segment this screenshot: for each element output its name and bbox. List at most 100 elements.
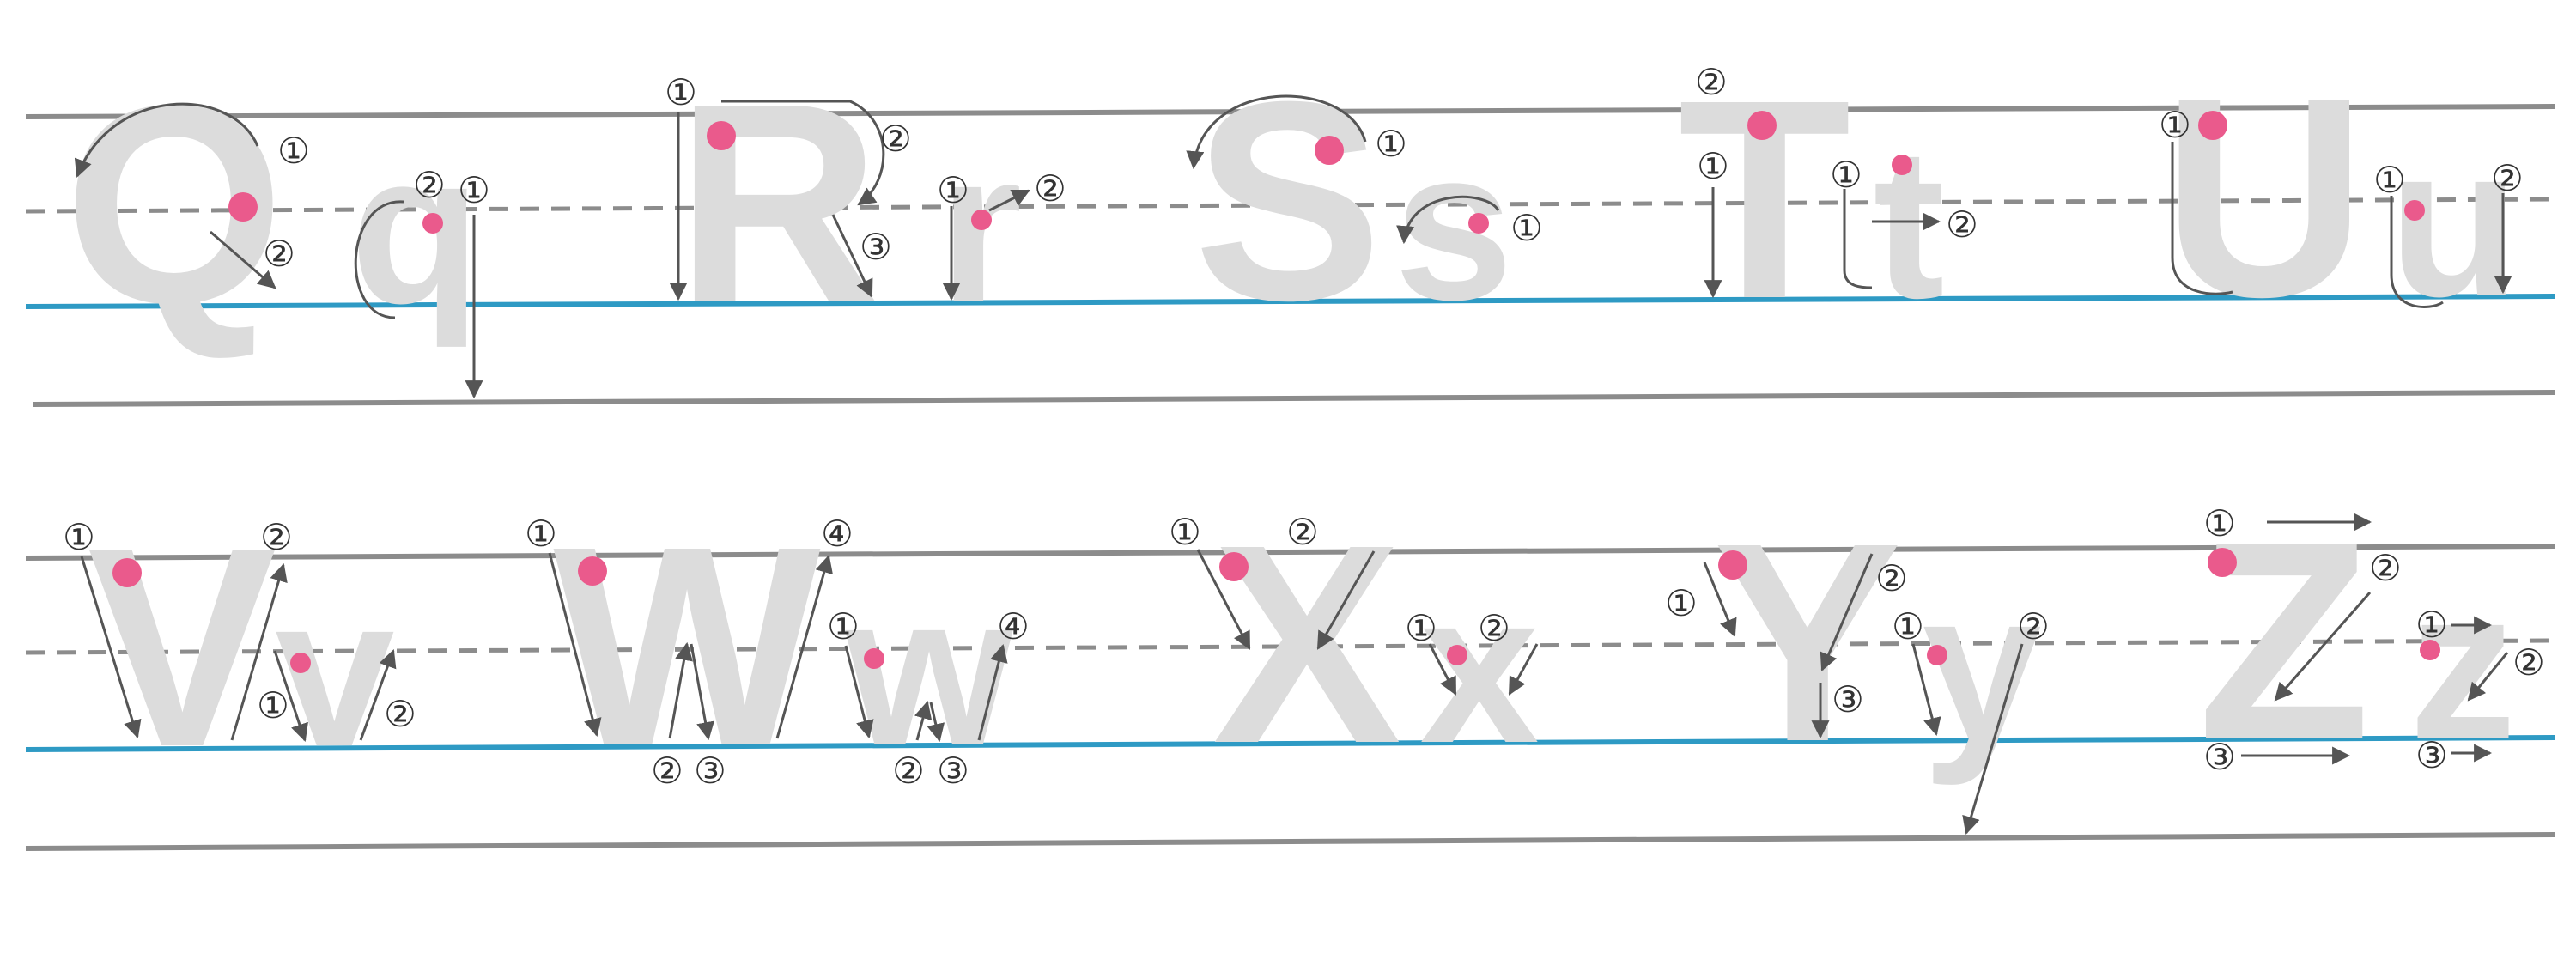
uppercase-letter: S	[1194, 42, 1382, 359]
step-number: ①	[63, 517, 95, 557]
step-number: ②	[384, 694, 416, 734]
lowercase-letter: q	[350, 108, 482, 348]
start-dot	[1927, 645, 1947, 665]
stroke-arrow	[914, 700, 933, 741]
step-number: ②	[651, 750, 683, 791]
stroke-arrow	[2274, 592, 2372, 702]
letter-pair-w: W w ① ④ ② ③ ① ④ ② ③	[525, 487, 1030, 804]
letter-pair-q: Q q ① ② ② ①	[64, 46, 490, 399]
stroke-arrow	[1843, 189, 1873, 289]
stroke-arrow	[668, 641, 693, 739]
stroke-arrow	[210, 230, 276, 289]
step-number: ②	[1875, 558, 1908, 598]
start-dot	[1718, 550, 1747, 580]
stroke-arrow	[1820, 553, 1874, 671]
step-number: ①	[2373, 160, 2406, 200]
mid-dashed-line	[25, 638, 2555, 655]
start-dot	[1747, 111, 1777, 140]
start-dot	[112, 558, 142, 587]
lowercase-letter: x	[1419, 548, 1539, 787]
letter-pair-t: T t ② ① ① ②	[1678, 40, 1978, 357]
stroke-arrow	[988, 189, 1030, 212]
stroke-arrow	[927, 702, 945, 743]
uppercase-letter: Y	[1713, 483, 1902, 800]
stroke-arrow	[2171, 142, 2233, 295]
uppercase-letter: Z	[2197, 482, 2371, 799]
stroke-arrow	[74, 102, 259, 178]
step-number: ②	[1034, 168, 1066, 209]
step-number: ①	[2159, 105, 2191, 145]
base-line	[25, 735, 2555, 752]
stroke-arrow	[230, 562, 288, 741]
start-dot	[290, 653, 311, 673]
step-number: ④	[997, 606, 1030, 647]
step-number: ③	[860, 227, 892, 267]
stroke-arrow	[1428, 643, 1457, 696]
step-number: ①	[1169, 512, 1201, 552]
base-line	[25, 294, 2555, 309]
step-number: ①	[1375, 124, 1407, 164]
uppercase-letter: T	[1678, 40, 1851, 357]
step-number: ②	[2512, 642, 2545, 683]
step-number: ③	[2415, 735, 2448, 775]
lowercase-letter: u	[2389, 101, 2520, 341]
step-number: ②	[2369, 548, 2402, 588]
start-dot	[864, 648, 884, 669]
letter-pair-y: Y y ① ② ③ ① ②	[1665, 483, 2050, 835]
start-dot	[2404, 200, 2425, 221]
start-dot	[971, 210, 992, 230]
step-number: ①	[665, 72, 697, 112]
uppercase-letter: V	[88, 489, 278, 805]
step-number: ②	[1478, 608, 1510, 648]
stroke-arrow	[1316, 550, 1376, 650]
step-number: ①	[2203, 503, 2236, 544]
start-dot	[1315, 136, 1344, 165]
step-number: ②	[263, 234, 295, 274]
step-number: ②	[1286, 512, 1319, 552]
step-number: ①	[937, 170, 969, 210]
step-number: ①	[827, 606, 860, 647]
letter-pair-r: R r ① ② ③ ① ②	[665, 44, 1066, 361]
step-number: ①	[277, 131, 310, 171]
uppercase-letter: U	[2162, 39, 2366, 355]
step-number: ③	[937, 750, 969, 791]
stroke-arrow	[1186, 94, 1367, 170]
step-number: ①	[1892, 606, 1924, 647]
writing-row-1: Q q ① ② ② ① R r ① ② ③ ①	[25, 39, 2555, 407]
step-number: ③	[2203, 737, 2236, 777]
top-line	[25, 104, 2555, 119]
start-dot	[1468, 213, 1489, 234]
stroke-arrow	[721, 100, 885, 206]
letter-pair-s: S s ① ①	[1186, 42, 1543, 359]
step-number: ①	[525, 513, 557, 554]
step-number: ②	[1946, 204, 1978, 245]
step-number: ①	[458, 170, 490, 210]
stroke-arrow	[359, 649, 397, 741]
stroke-arrow	[1196, 549, 1251, 650]
start-dot	[2208, 548, 2237, 577]
step-number: ②	[892, 750, 925, 791]
start-dot	[2420, 640, 2440, 660]
step-number: ②	[879, 118, 912, 159]
stroke-arrow	[1703, 562, 1737, 637]
mid-dashed-line	[25, 197, 2555, 214]
uppercase-letter: W	[553, 487, 823, 804]
lowercase-letter: y	[1922, 546, 2041, 786]
step-number: ②	[1695, 62, 1728, 102]
step-number: ①	[2415, 605, 2448, 645]
top-line	[25, 544, 2555, 561]
stroke-arrow	[1962, 643, 2024, 835]
step-number: ①	[257, 685, 289, 726]
stroke-arrow	[844, 645, 874, 739]
stroke-arrow	[1911, 643, 1941, 737]
letter-pair-x: X x ① ② ① ②	[1169, 485, 1539, 802]
stroke-arrow	[80, 556, 142, 739]
stroke-arrow	[977, 643, 1008, 741]
start-dot	[1447, 645, 1467, 665]
start-dot	[2198, 111, 2227, 140]
writing-row-2: V v ① ② ① ② W w ①	[25, 482, 2555, 851]
step-number: ①	[1405, 608, 1437, 648]
step-number: ②	[2017, 606, 2050, 647]
uppercase-letter: R	[676, 44, 880, 361]
